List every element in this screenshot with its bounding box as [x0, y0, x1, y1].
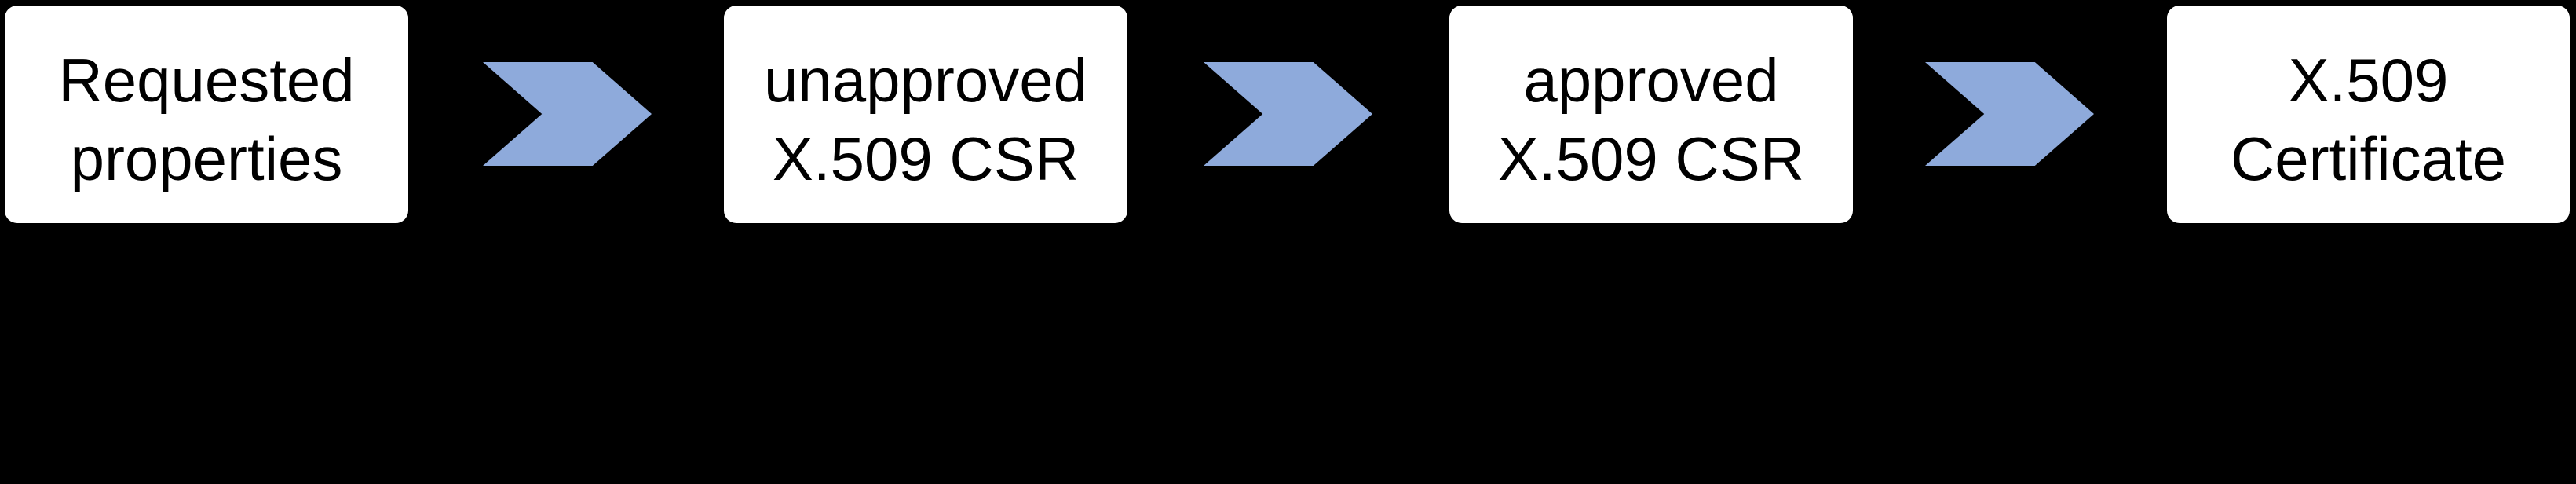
step-x509-certificate: X.509 Certificate	[2167, 6, 2570, 223]
step-approved-csr-label: approved X.509 CSR	[1497, 45, 1805, 193]
step-unapproved-csr-label: unapproved X.509 CSR	[763, 45, 1087, 193]
step-x509-certificate-label: X.509 Certificate	[2230, 45, 2507, 193]
chevron-right-icon	[1925, 62, 2094, 166]
step-unapproved-csr: unapproved X.509 CSR	[724, 6, 1127, 223]
chevron-right-icon	[1204, 62, 1372, 166]
step-requested-properties: Requested properties	[5, 6, 408, 223]
step-approved-csr: approved X.509 CSR	[1449, 6, 1853, 223]
chevron-right-icon	[483, 62, 652, 166]
step-requested-properties-label: Requested properties	[58, 45, 355, 193]
